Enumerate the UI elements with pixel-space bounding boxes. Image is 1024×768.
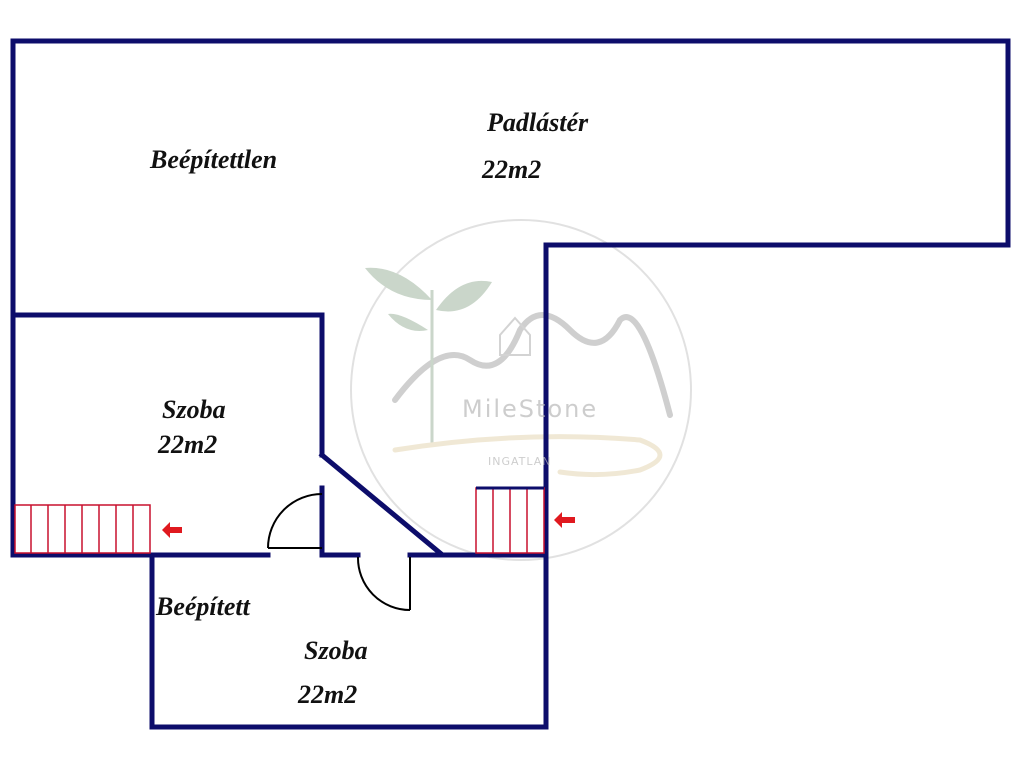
room1-area-label: 22m2 xyxy=(158,430,218,459)
milestone-logo-icon xyxy=(350,219,692,561)
room2-area-label: 22m2 xyxy=(298,680,358,709)
stairs-icon xyxy=(475,486,545,554)
door-swing-icon xyxy=(267,493,323,549)
attic-unbuilt-label: Beépítettlen xyxy=(150,145,278,174)
red-arrow-icon xyxy=(554,512,575,528)
diagonal-wall xyxy=(318,451,444,557)
room2-wall xyxy=(149,552,549,730)
attic-outer-wall xyxy=(10,38,1011,558)
attic-name-label: Padlástér xyxy=(487,108,589,137)
walls xyxy=(10,38,1011,730)
room2-name-label: Szoba xyxy=(304,636,368,665)
watermark-brand: MileStone xyxy=(462,395,599,423)
built-in-label: Beépített xyxy=(156,592,250,621)
room1-wall xyxy=(10,310,155,558)
stairs-icon xyxy=(14,504,151,554)
red-arrow-icon xyxy=(162,522,182,538)
watermark-sub: INGATLAN xyxy=(488,455,552,468)
door-swing-icon xyxy=(356,556,411,611)
attic-area-label: 22m2 xyxy=(482,155,542,184)
room1-name-label: Szoba xyxy=(162,395,226,424)
